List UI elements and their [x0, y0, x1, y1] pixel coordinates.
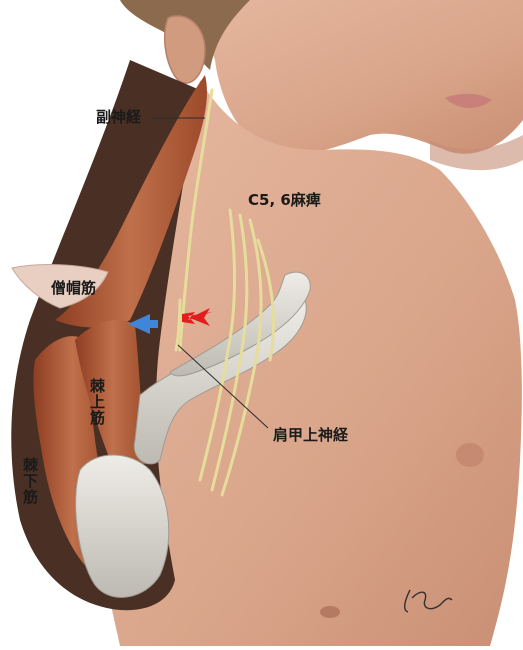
humerus-head	[76, 455, 169, 597]
label-c56-palsy: C5, 6麻痺	[248, 193, 321, 208]
label-suprascapular-nerve: 肩甲上神経	[273, 428, 348, 443]
label-supraspinatus: 棘上筋	[89, 378, 104, 426]
label-trapezius: 僧帽筋	[51, 281, 96, 296]
nipple	[456, 443, 484, 467]
navel	[320, 606, 340, 618]
label-accessory-nerve: 副神経	[96, 110, 141, 125]
label-infraspinatus: 棘下筋	[22, 457, 37, 505]
